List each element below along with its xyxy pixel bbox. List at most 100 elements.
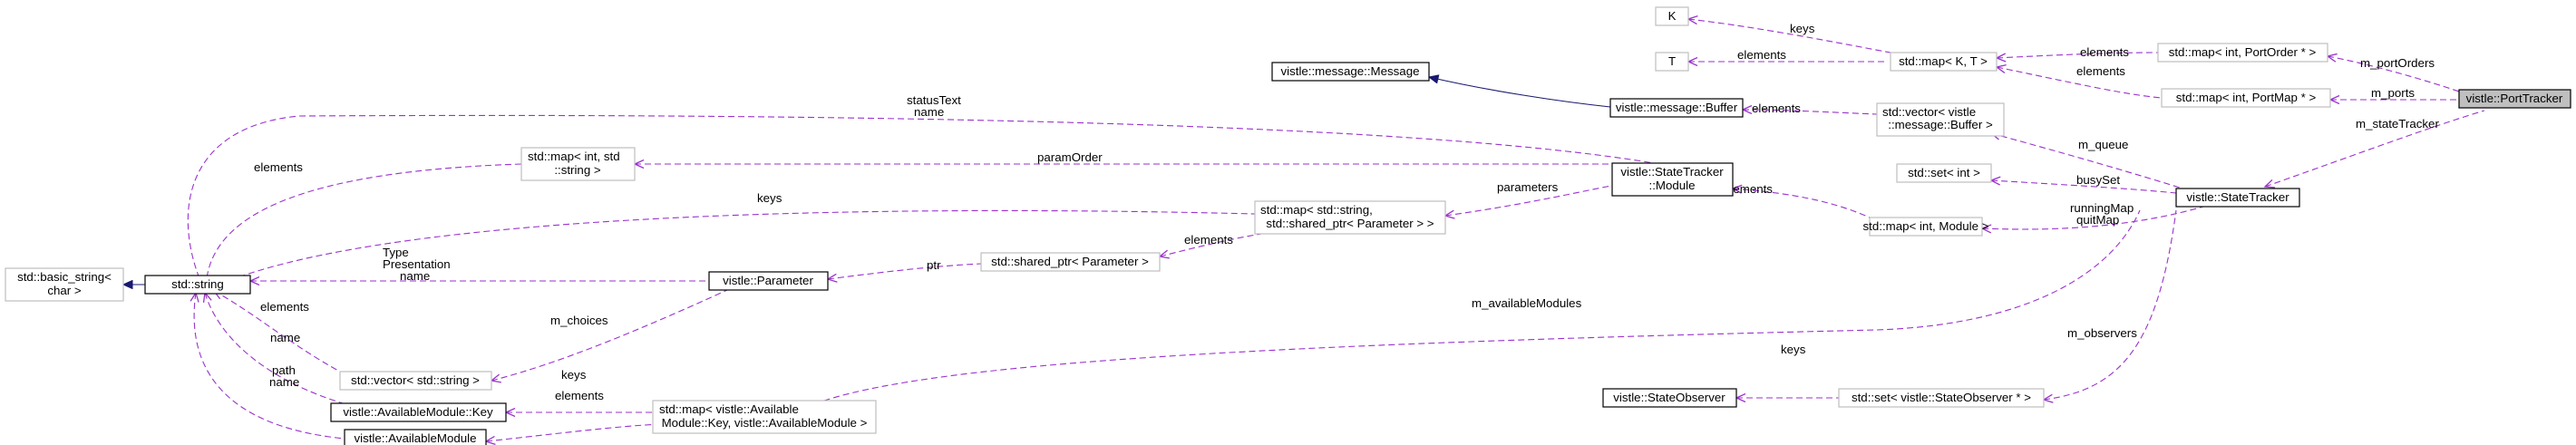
node-buffer-label: vistle::message::Buffer: [1616, 101, 1738, 114]
node-map-int-portorder[interactable]: std::map< int, PortOrder * >: [2157, 43, 2328, 63]
edge-m-queue: [1991, 133, 2195, 193]
node-vector-string-label: std::vector< std::string >: [351, 373, 480, 387]
label-m-observers: m_observers: [2067, 326, 2137, 340]
node-module-line1: vistle::StateTracker: [1620, 165, 1724, 179]
node-map-int-string-line1: std::map< int, std: [528, 150, 620, 163]
edge-ptr: [828, 263, 982, 279]
label-m-choices: m_choices: [550, 314, 608, 327]
node-set-int[interactable]: std::set< int >: [1896, 163, 1992, 183]
edge-elements-portorder: [1997, 52, 2159, 58]
node-set-observer[interactable]: std::set< vistle::StateObserver * >: [1838, 388, 2045, 408]
edge-elements-portmap: [1997, 67, 2163, 99]
node-string[interactable]: std::string: [144, 275, 251, 295]
edge-statustext: [187, 114, 1655, 287]
node-vector-string[interactable]: std::vector< std::string >: [339, 371, 492, 391]
node-map-int-string[interactable]: std::map< int, std ::string >: [520, 147, 636, 181]
label-m-ports: m_ports: [2371, 86, 2415, 100]
edge-elements-vectorstring: [214, 291, 341, 372]
node-stateobserver[interactable]: vistle::StateObserver: [1602, 388, 1737, 408]
node-shared-ptr-param-label: std::shared_ptr< Parameter >: [991, 255, 1149, 268]
label-name-available: name: [269, 375, 299, 389]
edge-keys-k: [1688, 19, 1891, 53]
edge-path-name: [194, 293, 345, 440]
edge-elements-module: [1733, 189, 1871, 218]
label-keys-k: keys: [1790, 22, 1815, 35]
label-m-portorders: m_portOrders: [2360, 56, 2435, 70]
label-name-key: name: [270, 331, 300, 344]
node-shared-ptr-param[interactable]: std::shared_ptr< Parameter >: [980, 252, 1161, 272]
label-presentation: Presentation: [383, 257, 451, 271]
label-elements-module: elements: [1724, 182, 1773, 196]
label-statustext: statusText: [907, 93, 961, 107]
node-map-int-string-line2: ::string >: [554, 163, 601, 177]
label-elements-t: elements: [1737, 48, 1786, 62]
node-statetracker-label: vistle::StateTracker: [2186, 190, 2289, 204]
label-ptr: ptr: [927, 258, 941, 272]
node-vector-buffer[interactable]: std::vector< vistle ::message::Buffer >: [1876, 102, 2005, 137]
edge-busyset: [1991, 180, 2177, 194]
nodes: K T std::map< K, T > std::map< int, Port…: [5, 6, 2571, 445]
node-message[interactable]: vistle::message::Message: [1271, 62, 1430, 82]
node-availablemodule-label: vistle::AvailableModule: [354, 431, 476, 445]
label-name-param: name: [400, 269, 430, 283]
label-parameters: parameters: [1497, 180, 1559, 194]
label-m-availablemodules: m_availableModules: [1472, 296, 1582, 310]
label-elements-vectorstring: elements: [260, 300, 309, 314]
edge-elements-available: [486, 423, 663, 441]
label-paramorder: paramOrder: [1037, 150, 1103, 164]
label-quitmap: quitMap: [2076, 213, 2119, 227]
node-map-int-portmap-label: std::map< int, PortMap * >: [2176, 91, 2317, 104]
node-map-string-param-line2: std::shared_ptr< Parameter > >: [1266, 217, 1434, 230]
node-map-available[interactable]: std::map< vistle::Available Module::Key,…: [652, 400, 877, 434]
edge-labels: keys elements elements elements m_portOr…: [254, 22, 2439, 402]
edge-elements-buffer: [1743, 110, 1878, 115]
node-map-int-portmap[interactable]: std::map< int, PortMap * >: [2161, 88, 2331, 108]
node-map-string-param-line1: std::map< std::string,: [1260, 203, 1373, 217]
label-elements-buffer: elements: [1752, 102, 1801, 115]
node-k-label: K: [1668, 9, 1677, 23]
label-elements-mapintstring: elements: [254, 160, 303, 174]
label-elements-available: elements: [555, 389, 604, 402]
label-elements-portorder: elements: [2080, 45, 2129, 59]
node-map-k-t[interactable]: std::map< K, T >: [1890, 52, 1998, 72]
label-m-statetracker: m_stateTracker: [2356, 117, 2439, 131]
label-elements-portmap: elements: [2076, 64, 2125, 78]
node-porttracker-label: vistle::PortTracker: [2466, 92, 2563, 105]
node-vector-buffer-line1: std::vector< vistle: [1882, 105, 1976, 119]
node-parameter[interactable]: vistle::Parameter: [708, 271, 829, 291]
node-basic-string[interactable]: std::basic_string< char >: [5, 267, 124, 302]
label-runningmap: runningMap: [2070, 201, 2134, 215]
label-busyset: busySet: [2076, 173, 2120, 187]
edges: [123, 19, 2485, 441]
edge-elements-mapintstring: [206, 163, 522, 287]
node-k[interactable]: K: [1655, 6, 1689, 26]
label-m-queue: m_queue: [2078, 138, 2128, 151]
node-vector-buffer-line2: ::message::Buffer >: [1888, 118, 1993, 131]
node-message-label: vistle::message::Message: [1281, 64, 1420, 78]
node-availablemodule[interactable]: vistle::AvailableModule: [344, 429, 487, 445]
node-parameter-label: vistle::Parameter: [723, 274, 813, 287]
edge-m-observers: [2044, 209, 2177, 400]
node-porttracker[interactable]: vistle::PortTracker: [2458, 89, 2571, 109]
node-module-line2: ::Module: [1649, 179, 1696, 192]
node-availablemodule-key[interactable]: vistle::AvailableModule::Key: [330, 402, 507, 422]
edge-m-portorders: [2328, 56, 2463, 93]
node-module[interactable]: vistle::StateTracker ::Module: [1611, 162, 1734, 197]
label-keys-observer: keys: [1781, 343, 1806, 356]
label-path: path: [272, 363, 296, 377]
label-name-module: name: [914, 105, 944, 119]
node-statetracker[interactable]: vistle::StateTracker: [2175, 188, 2300, 208]
edge-name-key: [205, 293, 353, 407]
node-t[interactable]: T: [1655, 52, 1689, 72]
node-set-observer-label: std::set< vistle::StateObserver * >: [1852, 391, 2031, 404]
edge-m-statetracker: [2265, 110, 2485, 187]
node-map-int-module[interactable]: std::map< int, Module >: [1863, 217, 1989, 237]
node-map-int-module-label: std::map< int, Module >: [1863, 219, 1989, 233]
node-map-string-param[interactable]: std::map< std::string, std::shared_ptr< …: [1254, 200, 1446, 235]
edge-inherit-message: [1429, 77, 1611, 108]
node-set-int-label: std::set< int >: [1908, 166, 1980, 179]
edge-m-availablemodules: [805, 209, 2141, 408]
label-type: Type: [383, 246, 409, 259]
node-buffer[interactable]: vistle::message::Buffer: [1609, 98, 1744, 118]
